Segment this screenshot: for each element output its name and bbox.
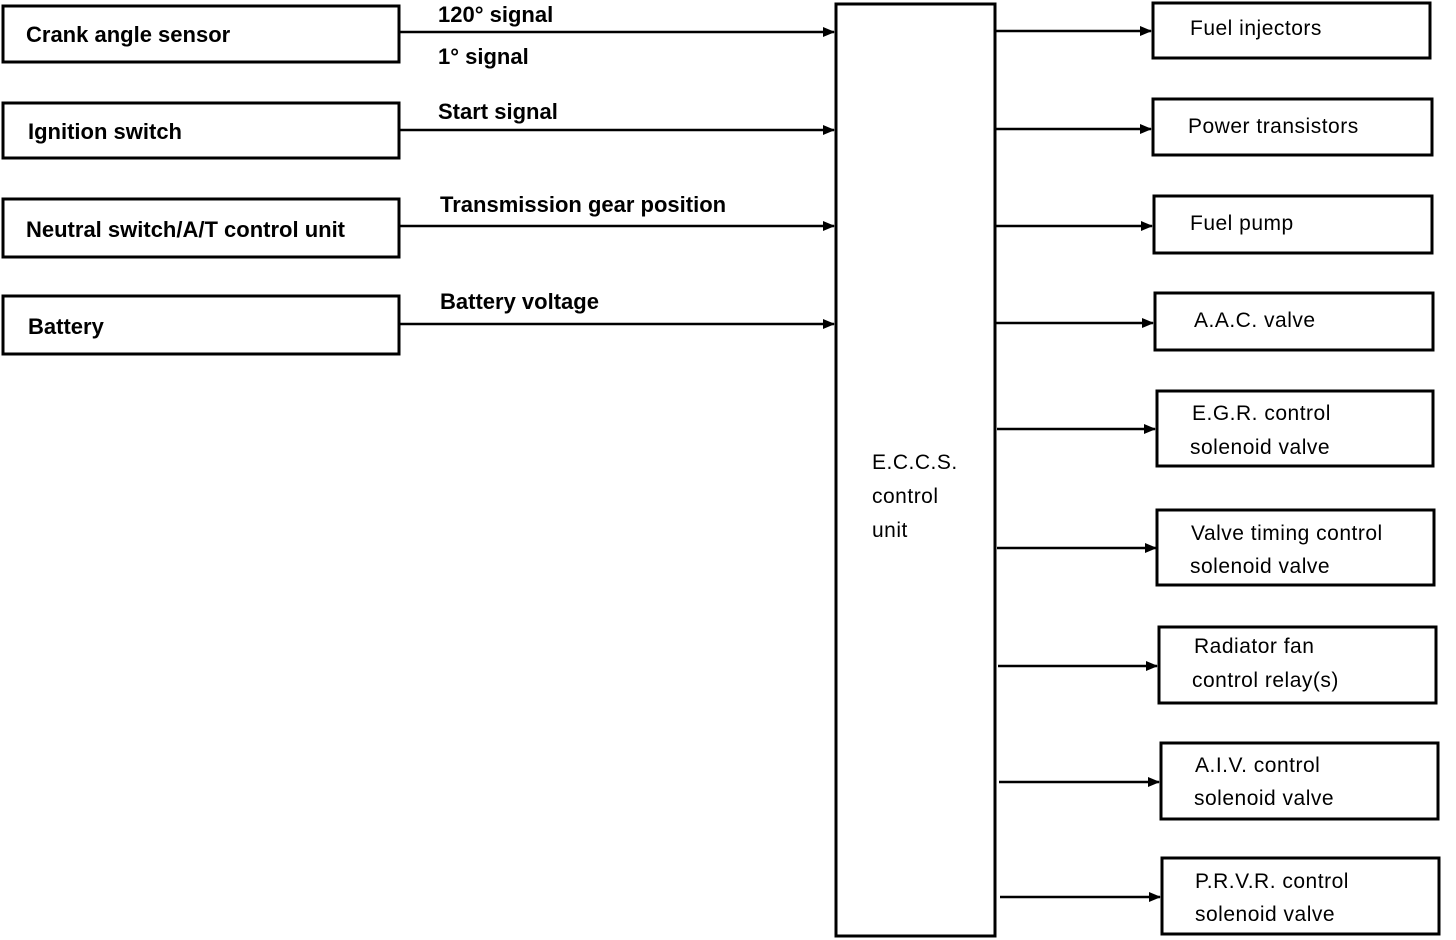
control-unit-line: unit xyxy=(872,519,908,542)
signal-label-battery: Battery voltage xyxy=(440,289,599,314)
output-aiv-control-solenoid-valve: A.I.V. control solenoid valve xyxy=(1159,741,1440,821)
output-label: E.G.R. control xyxy=(1192,402,1331,425)
output-fuel-pump: Fuel pump xyxy=(1152,194,1434,255)
input-label: Ignition switch xyxy=(28,119,182,144)
output-label: Power transistors xyxy=(1188,115,1359,138)
signal-label-1: 1° signal xyxy=(438,44,529,69)
output-label: Valve timing control xyxy=(1191,522,1383,545)
output-label: solenoid valve xyxy=(1190,555,1330,578)
output-label: P.R.V.R. control xyxy=(1195,870,1349,893)
output-label: control relay(s) xyxy=(1192,669,1339,692)
output-egr-control-solenoid-valve: E.G.R. control solenoid valve xyxy=(1155,389,1435,468)
input-label: Battery xyxy=(28,314,105,339)
input-crank-angle-sensor: Crank angle sensor xyxy=(1,4,401,64)
output-aac-valve: A.A.C. valve xyxy=(1153,291,1435,352)
input-label: Neutral switch/A/T control unit xyxy=(26,217,346,242)
output-label: A.I.V. control xyxy=(1195,754,1320,777)
signal-lines-in xyxy=(399,27,835,329)
output-label: Radiator fan xyxy=(1194,635,1314,658)
signal-label-transmission: Transmission gear position xyxy=(440,192,726,217)
control-unit-line: E.C.C.S. xyxy=(872,451,958,474)
control-unit-line: control xyxy=(872,485,939,508)
input-battery: Battery xyxy=(1,294,401,356)
output-label: A.A.C. valve xyxy=(1194,309,1316,332)
output-power-transistors: Power transistors xyxy=(1151,97,1434,157)
output-label: solenoid valve xyxy=(1190,436,1330,459)
signal-label-120: 120° signal xyxy=(438,2,553,27)
eccs-control-unit: E.C.C.S. control unit xyxy=(834,2,997,938)
input-neutral-switch: Neutral switch/A/T control unit xyxy=(1,197,401,259)
output-valve-timing-control-solenoid-valve: Valve timing control solenoid valve xyxy=(1155,508,1436,587)
output-label: Fuel injectors xyxy=(1190,17,1322,40)
input-ignition-switch: Ignition switch xyxy=(1,101,401,160)
output-radiator-fan-control-relay: Radiator fan control relay(s) xyxy=(1157,625,1438,705)
input-label: Crank angle sensor xyxy=(26,22,231,47)
signal-label-start: Start signal xyxy=(438,99,558,124)
output-prvr-control-solenoid-valve: P.R.V.R. control solenoid valve xyxy=(1160,856,1441,936)
output-label: solenoid valve xyxy=(1194,787,1334,810)
output-label: Fuel pump xyxy=(1190,212,1294,235)
output-fuel-injectors: Fuel injectors xyxy=(1151,1,1432,60)
output-label: solenoid valve xyxy=(1195,903,1335,926)
signal-lines-out xyxy=(995,26,1161,902)
